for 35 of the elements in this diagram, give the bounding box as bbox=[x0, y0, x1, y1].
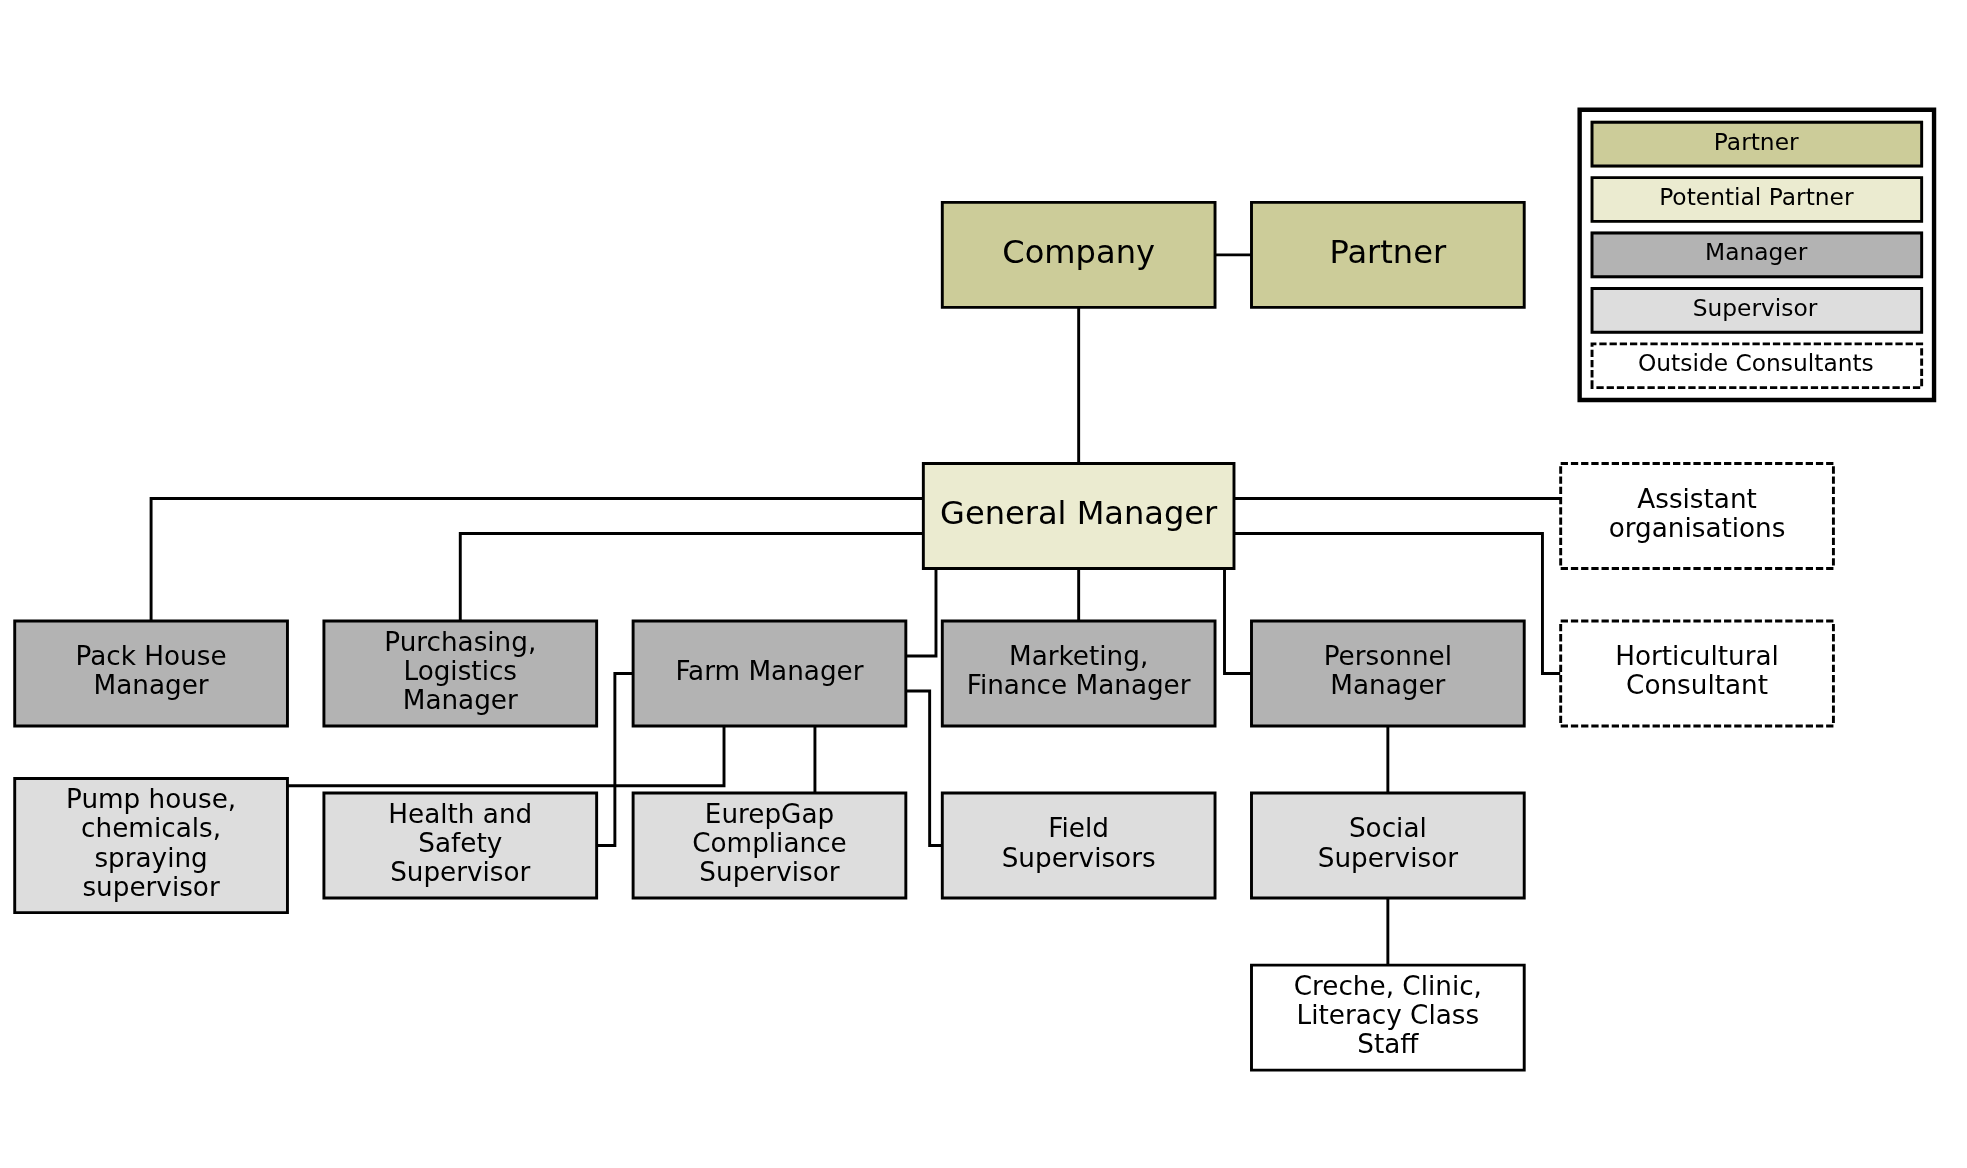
node-box: Purchasing, Logistics Manager bbox=[322, 619, 599, 727]
node-box: Health and Safety Supervisor bbox=[322, 791, 599, 900]
node-box: Horticultural Consultant bbox=[1559, 619, 1835, 727]
node-box: Partner bbox=[1250, 200, 1526, 309]
connector bbox=[458, 531, 923, 621]
connector bbox=[149, 496, 923, 621]
node-box: Social Supervisor bbox=[1250, 791, 1526, 900]
connector bbox=[1077, 307, 1081, 463]
node-box: General Manager bbox=[921, 461, 1236, 570]
connector bbox=[1077, 568, 1081, 620]
connector bbox=[1215, 252, 1252, 256]
legend-label: Potential Partner bbox=[1659, 182, 1854, 211]
connector bbox=[906, 689, 942, 847]
node-box: Marketing, Finance Manager bbox=[940, 619, 1217, 727]
legend-label: Supervisor bbox=[1692, 293, 1818, 322]
connector bbox=[1386, 897, 1390, 965]
legend-label: Manager bbox=[1705, 237, 1808, 266]
connector bbox=[906, 568, 938, 657]
connector bbox=[1234, 531, 1561, 675]
node-box: Assistant organisations bbox=[1559, 461, 1835, 570]
node-box: Pump house, chemicals, spraying supervisor bbox=[13, 776, 289, 914]
node-box: Creche, Clinic, Literacy Class Staff bbox=[1250, 963, 1526, 1072]
legend-label: Outside Consultants bbox=[1637, 348, 1874, 377]
connector bbox=[813, 725, 817, 793]
node-box: Farm Manager bbox=[631, 619, 908, 727]
node-box: Company bbox=[940, 200, 1217, 309]
connector bbox=[597, 671, 633, 847]
connector bbox=[1386, 725, 1390, 793]
node-box: EurepGap Compliance Supervisor bbox=[631, 791, 908, 900]
node-box: Pack House Manager bbox=[13, 619, 289, 727]
connector bbox=[287, 725, 726, 787]
connector bbox=[1234, 496, 1561, 500]
legend-label: Partner bbox=[1713, 127, 1799, 156]
node-box: Personnel Manager bbox=[1250, 619, 1526, 727]
node-box: Field Supervisors bbox=[940, 791, 1217, 900]
